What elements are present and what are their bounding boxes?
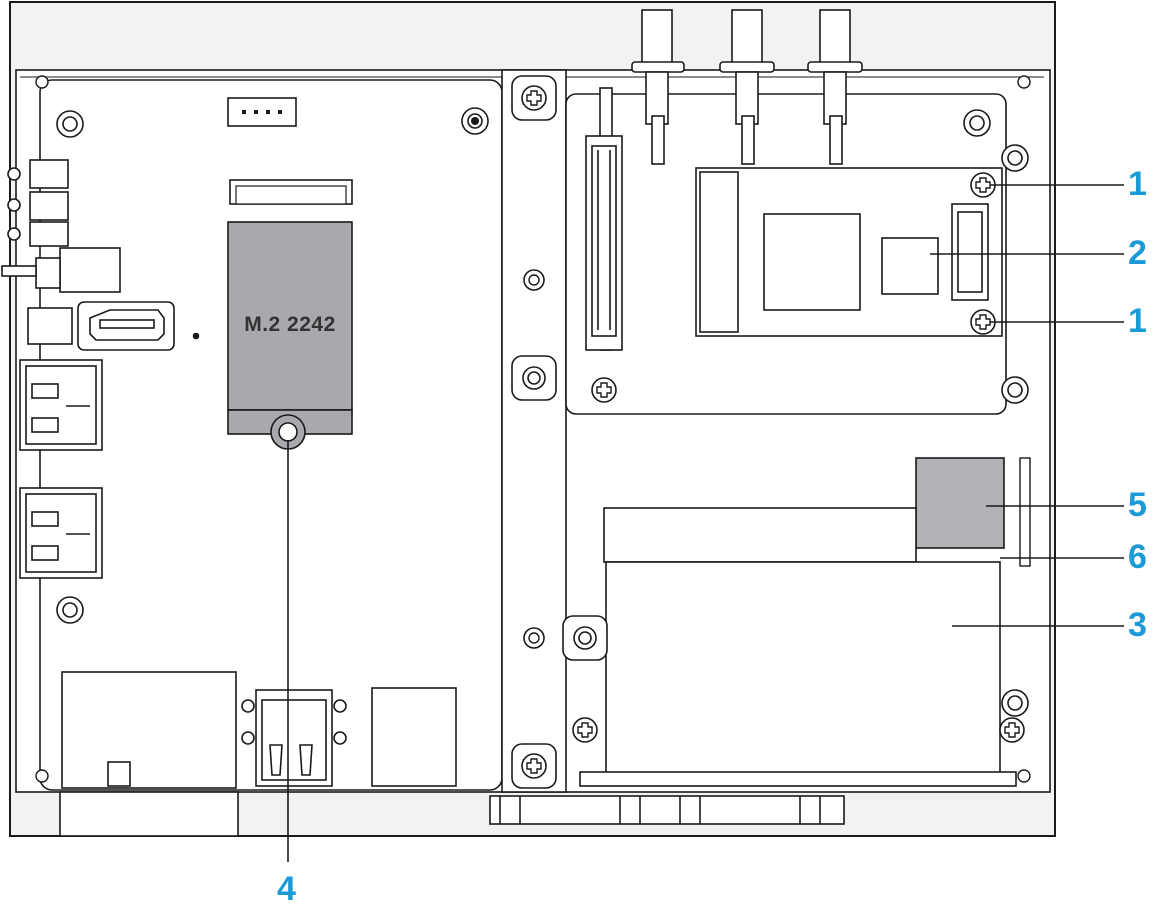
fan-header bbox=[227, 97, 297, 127]
card-slot bbox=[585, 87, 623, 351]
left-io-connectors bbox=[1, 159, 200, 579]
callout-6: 6 bbox=[1128, 538, 1147, 576]
callout-2: 2 bbox=[1128, 234, 1147, 272]
callout-1-bottom: 1 bbox=[1128, 302, 1147, 340]
mini-pcie-module bbox=[695, 167, 1003, 337]
vertical-bracket bbox=[501, 69, 567, 793]
bottom-ports bbox=[59, 671, 457, 837]
m2-module-label: M.2 2242 bbox=[244, 313, 336, 336]
storage-tray bbox=[579, 507, 1017, 787]
callout-1-top: 1 bbox=[1128, 165, 1147, 203]
battery-chip bbox=[915, 457, 1005, 549]
callout-3: 3 bbox=[1128, 606, 1147, 644]
antenna-connectors bbox=[631, 9, 863, 165]
m2-module bbox=[227, 179, 353, 450]
bottom-edge-connectors bbox=[489, 795, 845, 825]
leader-lines bbox=[287, 184, 1124, 862]
callout-5: 5 bbox=[1128, 486, 1147, 524]
callout-4: 4 bbox=[277, 870, 296, 908]
